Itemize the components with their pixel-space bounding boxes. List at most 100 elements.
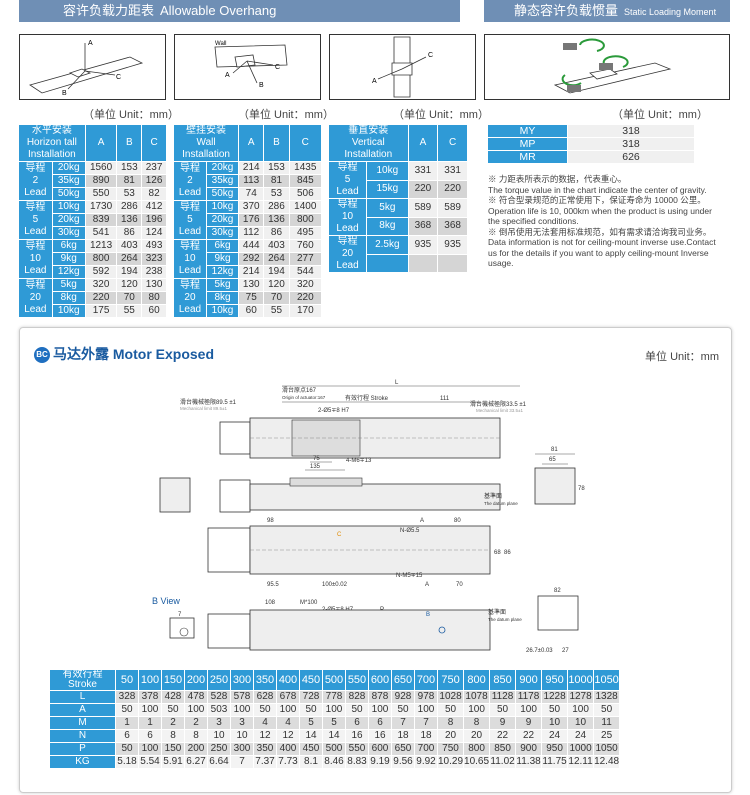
lead-line: 导程 (337, 199, 358, 210)
stroke-value: 350 (253, 669, 277, 691)
spec-cell: 8.83 (345, 755, 369, 769)
spec-cell: 100 (567, 703, 595, 717)
spec-cell: 1050 (593, 742, 621, 756)
value-cell: 286 (263, 200, 290, 214)
datum-label: 基準面 (488, 608, 506, 616)
spec-cell: 50 (541, 703, 569, 717)
b-view-label: B View (152, 596, 180, 606)
value-cell (437, 253, 468, 273)
spec-cell: 11.75 (541, 755, 569, 769)
stroke-value: 50 (115, 669, 139, 691)
spec-cell: 10 (230, 729, 254, 743)
spec-cell: 7.73 (276, 755, 300, 769)
load-cell: 50kg (205, 187, 240, 201)
lead-line: 10 (184, 253, 196, 264)
spec-cell: 8.1 (299, 755, 323, 769)
spec-cell: 8.46 (322, 755, 346, 769)
mech-limit-right-en: Mechanical limit 33.5±1 (476, 408, 523, 413)
spec-cell: 928 (391, 690, 415, 704)
spec-cell: 150 (161, 742, 185, 756)
load-cell: 5kg (366, 198, 409, 218)
value-cell: 130 (238, 278, 265, 292)
value-cell: 592 (84, 265, 118, 279)
value-cell: 550 (84, 187, 118, 201)
spec-cell: 678 (276, 690, 300, 704)
spec-cell: 5.54 (138, 755, 162, 769)
dim-7: 7 (178, 612, 182, 618)
value-cell: 493 (141, 239, 167, 253)
load-cell: 20kg (205, 161, 240, 175)
lead-line: Lead (178, 265, 202, 276)
note-line: The torque value in the chart indicate t… (488, 184, 707, 195)
spec-cell: 12.11 (567, 755, 595, 769)
value-cell: 331 (437, 161, 468, 181)
value-cell: 541 (84, 226, 118, 240)
stroke-value: 850 (489, 669, 517, 691)
value-cell: 370 (238, 200, 265, 214)
spec-cell: 11.02 (489, 755, 517, 769)
spec-cell: 3 (207, 716, 231, 730)
spec-cell: 1128 (489, 690, 517, 704)
lead-line: Lead (336, 260, 359, 271)
spec-cell: 20 (436, 729, 465, 743)
column-header: A (407, 124, 439, 162)
dim-68: 68 (494, 550, 501, 556)
spec-cell: 50 (345, 703, 369, 717)
spec-cell: 503 (207, 703, 231, 717)
lead-line: 导程 (25, 241, 46, 252)
spec-cell: 1028 (436, 690, 465, 704)
tap-spec-m5: N-M5∓15 (396, 573, 423, 579)
spec-cell: 6.27 (184, 755, 208, 769)
value-cell: 544 (288, 265, 323, 279)
value-cell: 1560 (84, 161, 118, 175)
value-cell: 81 (116, 174, 143, 188)
spec-cell: 20 (463, 729, 491, 743)
spec-cell: 50 (489, 703, 517, 717)
load-cell: 20kg (51, 161, 86, 175)
b-marker: B (426, 612, 430, 618)
value-cell: 175 (84, 304, 118, 318)
row-label: P (49, 742, 116, 756)
spec-cell: 12 (253, 729, 277, 743)
svg-text:C: C (275, 64, 280, 71)
spec-cell: 14 (322, 729, 346, 743)
value-cell: 120 (116, 278, 143, 292)
spec-cell: 5 (299, 716, 323, 730)
spec-cell: 500 (322, 742, 346, 756)
spec-cell: 750 (436, 742, 465, 756)
spec-cell: 9.19 (368, 755, 392, 769)
load-cell: 6kg (205, 239, 240, 253)
value-cell: 444 (238, 239, 265, 253)
unit-label: （单位 Unit：mm） (393, 109, 489, 121)
lead-line: 导程 (179, 241, 200, 252)
value-cell: 126 (141, 174, 167, 188)
column-header: C (437, 124, 468, 162)
mech-limit-left-en: Mechanical limit 89.5±1 (180, 406, 227, 411)
value-cell: 589 (437, 198, 468, 218)
spec-cell: 528 (207, 690, 231, 704)
spec-cell: 8 (463, 716, 491, 730)
value-cell: 81 (263, 174, 290, 188)
lead-line: 10 (341, 211, 354, 222)
spec-cell: 100 (184, 703, 208, 717)
value-cell: 220 (407, 179, 439, 199)
stroke-value: 400 (276, 669, 300, 691)
spec-cell: 6 (368, 716, 392, 730)
dim-70: 70 (456, 582, 463, 588)
load-cell: 50kg (51, 187, 86, 201)
dim-86: 86 (504, 550, 511, 556)
spec-cell: 1278 (567, 690, 595, 704)
value-cell: 368 (407, 216, 439, 236)
spec-cell: 50 (115, 742, 139, 756)
lead-line: 导程 (25, 280, 46, 291)
stroke-value: 500 (322, 669, 346, 691)
value-cell: 800 (288, 213, 323, 227)
dim-26-7: 26.7±0.03 (526, 648, 553, 654)
load-cell: 20kg (205, 213, 240, 227)
lead-line: 20 (184, 292, 196, 303)
